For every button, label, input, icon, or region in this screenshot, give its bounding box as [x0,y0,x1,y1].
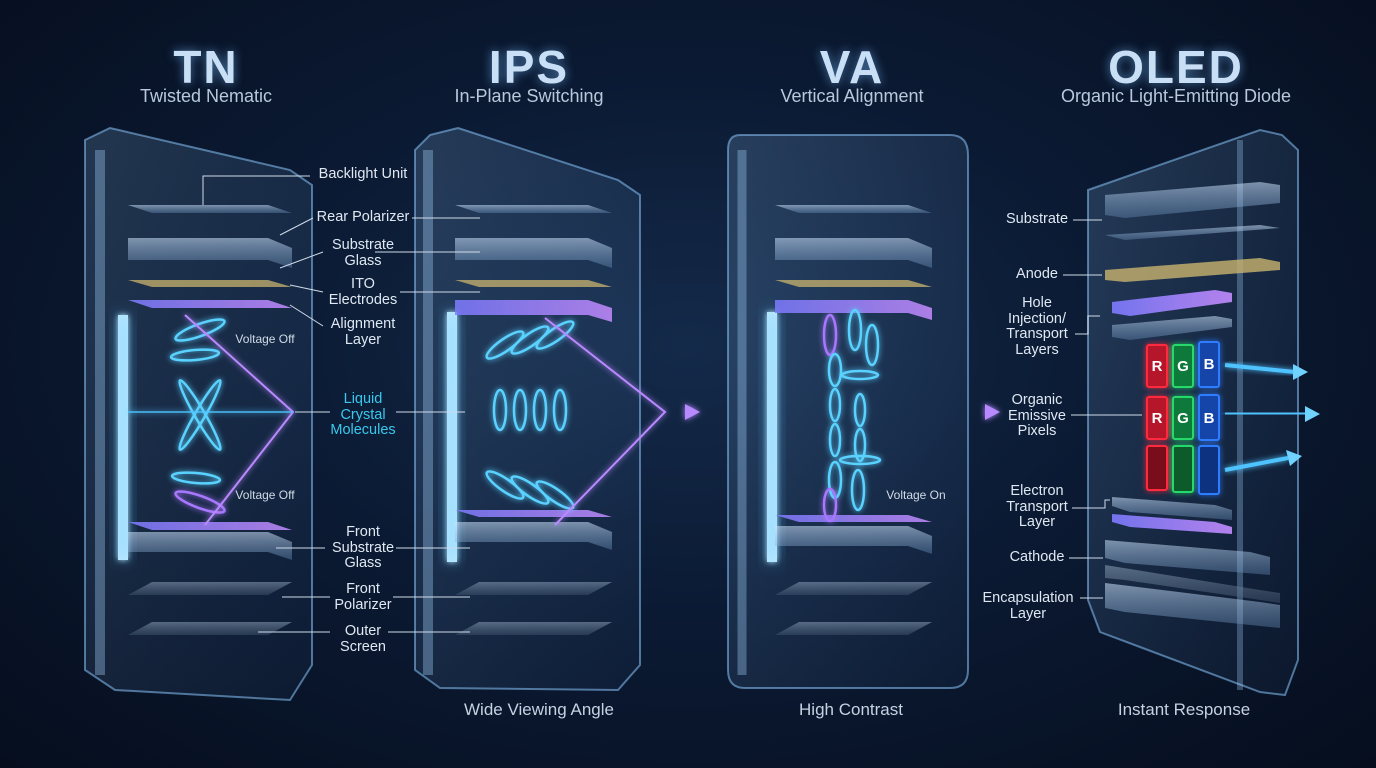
ips-leader-lines [375,217,480,633]
va-arrow-icon [985,404,1000,420]
oled-pixel-r2 [1146,396,1168,440]
label-backlight-unit: Backlight Unit [318,166,408,182]
ips-panel [375,126,700,692]
oled-pixel-g2 [1172,396,1194,440]
tn-glass-housing [84,126,313,702]
label-alignment-layer: Alignment Layer [330,316,396,348]
label-voltage-off-top: Voltage Off [235,332,295,346]
oled-leader-lines [1063,219,1142,599]
va-layer-stack [775,205,932,635]
ips-footer: Wide Viewing Angle [464,700,614,719]
label-outer-screen: Outer Screen [340,623,386,655]
oled-pixel-letter-g2: G [1177,410,1189,427]
ips-liquid-crystal-molecules [485,320,575,510]
oled-pixel-b3 [1198,445,1220,495]
oled-pixel-letter-b2: B [1203,410,1215,427]
ips-subtitle: In-Plane Switching [454,86,604,106]
label-oled-encapsulation: Encapsulation Layer [982,590,1074,622]
tn-liquid-crystal-molecules [169,318,226,514]
tn-leader-lines [202,175,330,633]
va-subtitle: Vertical Alignment [780,86,924,106]
oled-footer: Instant Response [1117,700,1251,719]
label-oled-substrate: Substrate [1005,211,1069,227]
va-title: VA [819,41,885,93]
oled-pixel-letter-g1: G [1177,358,1189,375]
label-oled-anode: Anode [1016,266,1058,282]
label-substrate-glass: Substrate Glass [331,237,395,269]
ips-title: IPS [488,41,570,93]
oled-pixel-grid [1146,341,1220,495]
ips-layer-stack [455,205,612,635]
oled-title: OLED [1108,41,1244,93]
tn-subtitle: Twisted Nematic [139,86,273,106]
label-liquid-crystal: Liquid Crystal Molecules [330,391,396,438]
oled-pixel-letter-b1: B [1203,356,1215,373]
tn-title: TN [173,41,239,93]
oled-pixel-b2 [1198,394,1220,441]
va-footer: High Contrast [799,700,903,719]
tn-layer-stack [128,205,292,635]
oled-pixel-letter-r2: R [1151,410,1163,427]
oled-panel [1063,128,1320,697]
label-front-substrate: Front Substrate Glass [331,524,395,571]
ips-arrow-icon [685,404,700,420]
tn-light-path [128,314,295,526]
label-voltage-off-bottom: Voltage Off [235,488,295,502]
oled-pixel-letter-r1: R [1151,358,1163,375]
va-panel [727,134,1000,689]
oled-pixel-g1 [1172,344,1194,388]
oled-light-beams [1224,363,1320,472]
label-oled-hole-layers: Hole Injection/ Transport Layers [1006,295,1068,358]
ips-glass-housing [414,126,641,692]
label-ito-electrodes: ITO Electrodes [328,276,398,308]
oled-pixel-b1 [1198,341,1220,388]
label-oled-electron: Electron Transport Layer [1006,483,1068,530]
label-voltage-on: Voltage On [886,488,946,502]
label-oled-cathode: Cathode [1009,549,1065,565]
tn-panel [84,126,330,702]
oled-pixel-g3 [1172,445,1194,493]
label-rear-polarizer: Rear Polarizer [316,209,410,225]
oled-layer-stack [1105,182,1280,628]
label-oled-emissive: Organic Emissive Pixels [1007,392,1067,439]
oled-pixel-r3 [1146,445,1168,491]
oled-pixel-r1 [1146,344,1168,388]
oled-subtitle: Organic Light-Emitting Diode [1060,86,1292,106]
va-liquid-crystal-molecules [822,308,882,523]
ips-light-path [455,317,685,526]
label-front-polarizer: Front Polarizer [334,581,392,613]
